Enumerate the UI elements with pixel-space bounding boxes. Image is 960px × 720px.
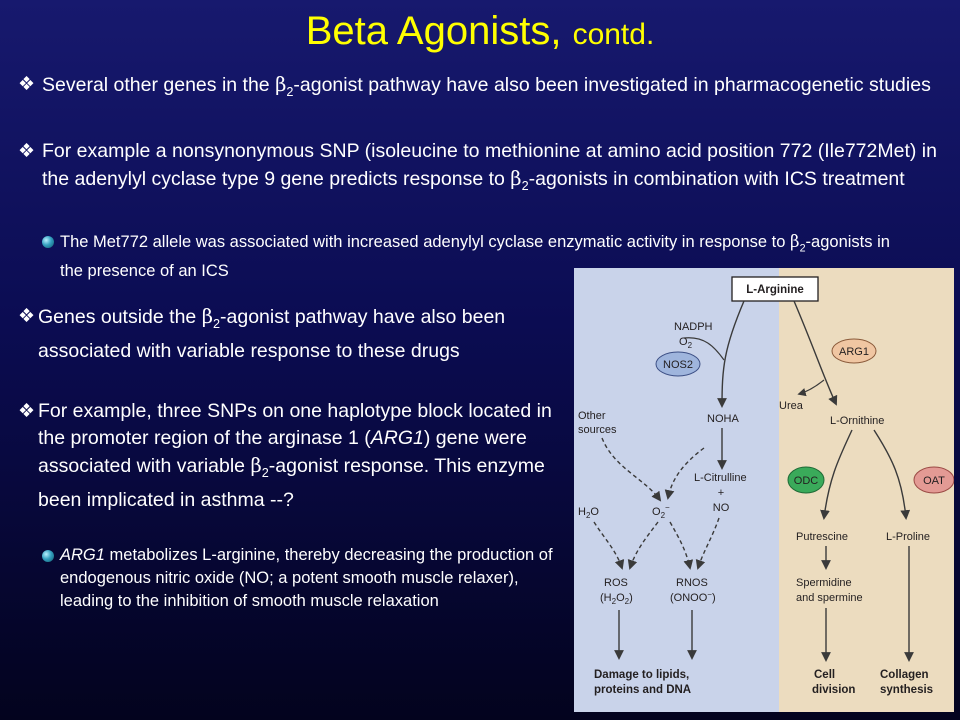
subscript: 2 xyxy=(212,316,221,331)
arrow-noha-to-o2 xyxy=(664,447,705,500)
beta-symbol: β xyxy=(201,305,213,328)
l-citrulline-label: L-Citrulline xyxy=(694,472,747,484)
subbullet-1-text-end: -agonists in the presence of an ICS xyxy=(60,233,890,281)
beta-symbol: β xyxy=(510,167,522,190)
collagen-label-2: synthesis xyxy=(880,684,933,696)
bullet-2-text: For example a nonsynonymous SNP (isoleuc… xyxy=(42,140,937,190)
oat-label: OAT xyxy=(923,475,945,487)
diamond-bullet-icon: ❖ xyxy=(18,141,36,162)
oat-enzyme xyxy=(913,466,954,494)
gene-name: ARG1 xyxy=(370,427,424,449)
bullet-4-text-end: -agonist response. This enzyme been impl… xyxy=(38,455,545,511)
bullet-1-text: Several other genes in the xyxy=(42,74,276,96)
l-arginine-box xyxy=(731,276,819,302)
slide-title: Beta Agonists, contd. xyxy=(0,8,960,58)
diamond-bullet-icon: ❖ xyxy=(18,306,36,327)
pathway-figure: L-Arginine NADPH O2 NOS2 ARG1 Urea L-Orn… xyxy=(574,268,954,712)
sphere-bullet-icon xyxy=(42,550,54,562)
arrow-to-noha xyxy=(717,300,745,408)
bullet-3-text: Genes outside the xyxy=(38,306,202,328)
ros-formula: (H2O2) xyxy=(600,592,633,606)
bullet-3: ❖ Genes outside the β2-agonist pathway h… xyxy=(18,303,553,365)
l-proline-label: L-Proline xyxy=(886,531,930,543)
bullet-4-text: For example, three SNPs on one haplotype… xyxy=(38,400,552,449)
subscript: 2 xyxy=(261,465,269,480)
bullet-2: ❖ For example a nonsynonymous SNP (isole… xyxy=(18,138,943,200)
noha-label: NOHA xyxy=(707,413,739,425)
damage-label-1: Damage to lipids, xyxy=(594,669,689,681)
arrow-o2-in xyxy=(683,337,725,361)
beta-symbol: β xyxy=(275,73,287,96)
spermidine-label-2: and spermine xyxy=(796,592,863,604)
arg1-label: ARG1 xyxy=(839,346,869,358)
title-sub: contd. xyxy=(572,18,655,51)
ros-label: ROS xyxy=(604,577,628,589)
superoxide-label: O2− xyxy=(652,503,670,520)
subbullet-2: ARG1 metabolizes L-arginine, thereby dec… xyxy=(42,544,570,613)
arrow-no-to-rnos xyxy=(695,517,720,570)
h2o-label: H2O xyxy=(578,506,599,520)
collagen-label-1: Collagen xyxy=(880,669,929,681)
plus-label: + xyxy=(718,487,724,499)
arrow-to-ornithine xyxy=(793,300,838,406)
pathway-diagram: L-Arginine NADPH O2 NOS2 ARG1 Urea L-Orn… xyxy=(574,268,954,712)
diamond-bullet-icon: ❖ xyxy=(18,74,36,95)
spermidine-label-1: Spermidine xyxy=(796,577,852,589)
sphere-bullet-icon xyxy=(42,236,54,248)
nos2-label: NOS2 xyxy=(663,359,693,371)
arrow-to-putrescine xyxy=(820,429,853,520)
bullet-1: ❖ Several other genes in the β2-agonist … xyxy=(18,71,943,106)
arg1-enzyme xyxy=(831,338,877,364)
odc-enzyme xyxy=(787,466,825,494)
bullet-4: ❖ For example, three SNPs on one haploty… xyxy=(18,398,558,514)
putrescine-label: Putrescine xyxy=(796,531,848,543)
subbullet-1-text: The Met772 allele was associated with in… xyxy=(60,233,791,251)
o2-label: O2 xyxy=(679,336,693,350)
bullet-2-text-end: -agonists in combination with ICS treatm… xyxy=(528,168,905,190)
beta-symbol: β xyxy=(250,454,262,477)
diamond-bullet-icon: ❖ xyxy=(18,401,36,422)
cell-label-2: division xyxy=(812,684,855,696)
subbullet-2-text: metabolizes L-arginine, thereby decreasi… xyxy=(60,546,553,610)
other-sources-label-1: Other xyxy=(578,410,606,422)
subscript: 2 xyxy=(521,178,529,193)
arrow-other-to-o2 xyxy=(601,437,662,502)
subscript: 2 xyxy=(799,242,806,255)
damage-label-2: proteins and DNA xyxy=(594,684,691,696)
subscript: 2 xyxy=(286,84,294,99)
nos2-enzyme xyxy=(655,351,701,377)
rnos-formula: (ONOO−) xyxy=(670,590,716,604)
l-arginine-label: L-Arginine xyxy=(746,284,804,296)
bullet-3-text-end: -agonist pathway have also been associat… xyxy=(38,306,506,362)
cell-label-1: Cell xyxy=(814,669,835,681)
other-sources-label-2: sources xyxy=(578,424,617,436)
left-panel xyxy=(574,268,779,712)
odc-label: ODC xyxy=(794,475,819,487)
arrow-o2-to-ros xyxy=(627,521,659,570)
gene-name: ARG1 xyxy=(60,546,105,564)
bullet-1-text-end: -agonist pathway have also been investig… xyxy=(293,74,931,96)
l-ornithine-label: L-Ornithine xyxy=(830,415,884,427)
subbullet-1: The Met772 allele was associated with in… xyxy=(42,230,912,283)
bullet-4-text-mid: ) gene were associated with variable xyxy=(38,427,527,477)
no-label: NO xyxy=(713,502,730,514)
urea-label: Urea xyxy=(779,400,804,412)
beta-symbol: β xyxy=(790,232,800,251)
arrow-to-proline xyxy=(873,429,911,520)
arrow-h2o-to-ros xyxy=(593,521,625,570)
title-main: Beta Agonists, xyxy=(305,9,562,53)
nadph-label: NADPH xyxy=(674,321,713,333)
rnos-label: RNOS xyxy=(676,577,708,589)
arrow-urea xyxy=(797,379,825,397)
